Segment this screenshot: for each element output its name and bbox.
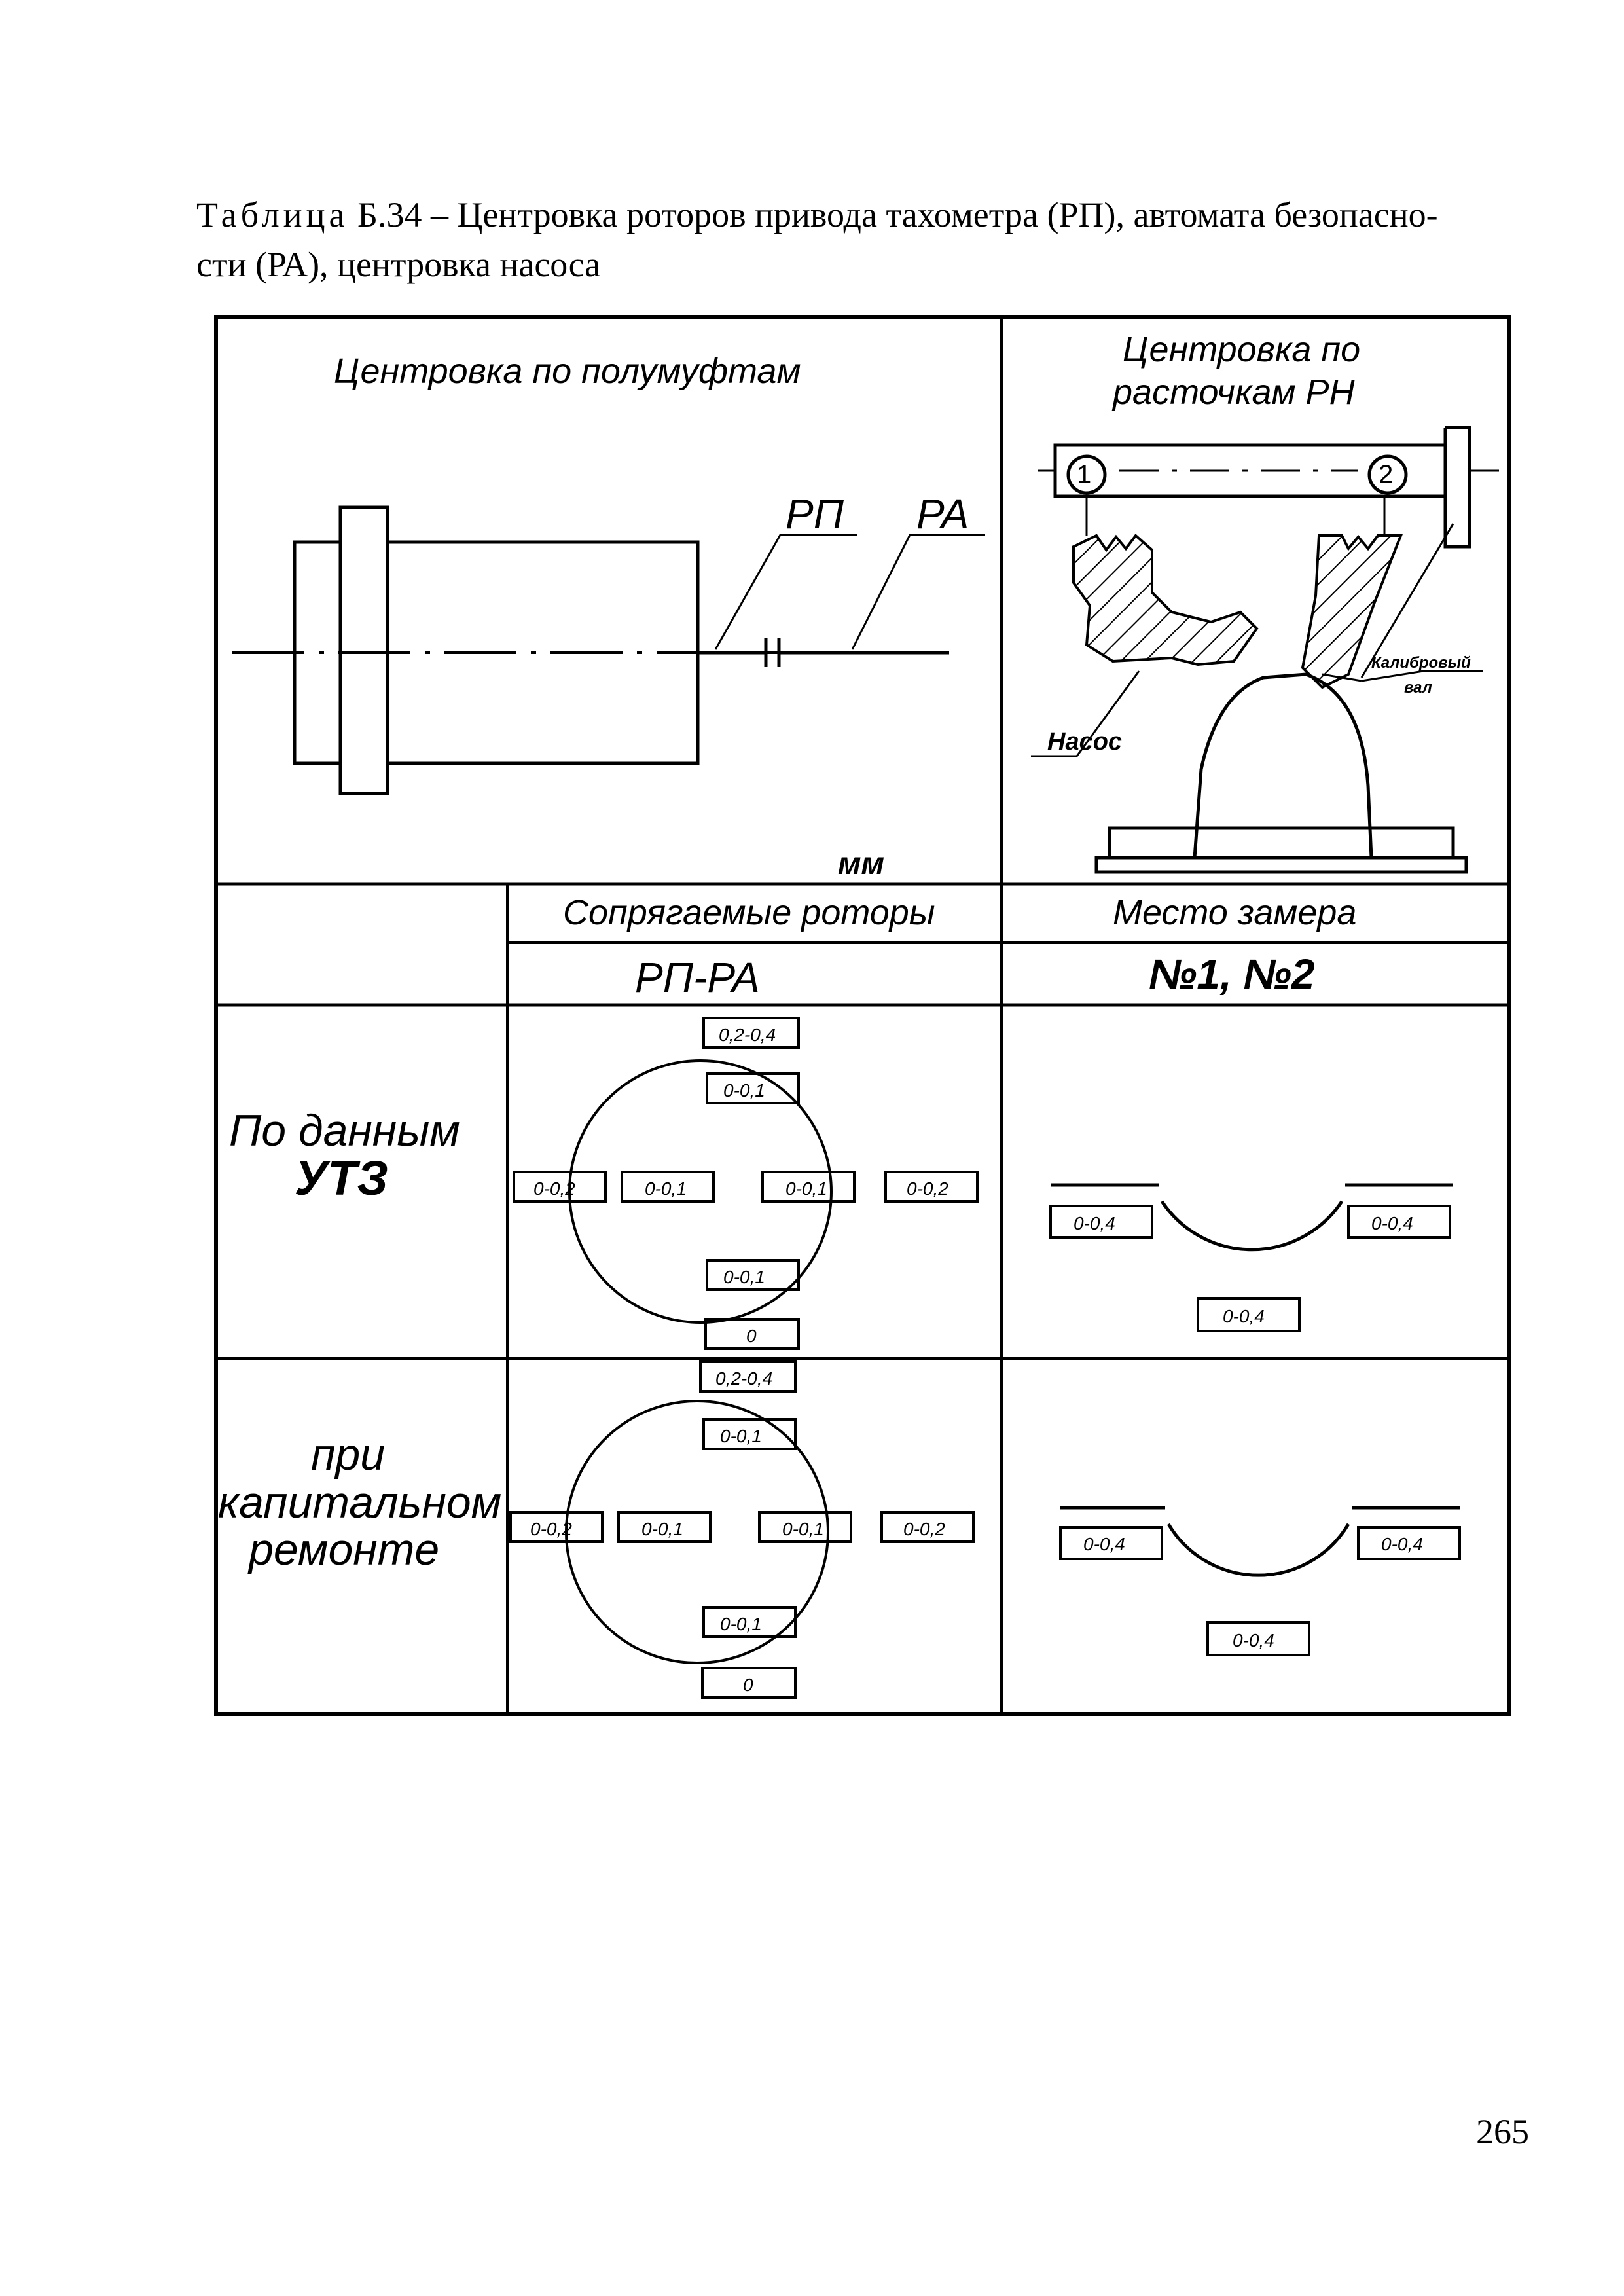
left-outer: 0-0,2 bbox=[530, 1519, 572, 1539]
bottom-inner: 0-0,1 bbox=[720, 1614, 762, 1634]
header-coupling: Центровка по полумуфтам bbox=[334, 352, 801, 391]
col-mating-rotors: Сопрягаемые роторы bbox=[563, 893, 935, 932]
bottom-outer: 0 bbox=[743, 1675, 753, 1695]
bore-left: 0-0,4 bbox=[1074, 1213, 1115, 1233]
row-label-1: при bbox=[311, 1430, 385, 1480]
bore-left: 0-0,4 bbox=[1083, 1534, 1125, 1554]
position-1: 1 bbox=[1077, 460, 1091, 489]
table-caption: Таблица Б.34 – Центровка роторов привода… bbox=[196, 190, 1538, 289]
top-outer: 0,2-0,4 bbox=[719, 1025, 776, 1045]
header-bores-2: расточкам РН bbox=[1111, 373, 1356, 412]
caption-line2: сти (РА), центровка насоса bbox=[196, 245, 601, 284]
right-inner: 0-0,1 bbox=[782, 1519, 824, 1539]
mating-rotors-value: РП-РА bbox=[635, 954, 760, 1001]
top-outer: 0,2-0,4 bbox=[715, 1368, 772, 1389]
header-bores-1: Центровка по bbox=[1123, 330, 1360, 369]
label-shaft-1: Калибровый bbox=[1371, 654, 1471, 672]
bottom-inner: 0-0,1 bbox=[723, 1267, 765, 1287]
label-pump: Насос bbox=[1047, 728, 1122, 756]
top-inner: 0-0,1 bbox=[723, 1080, 765, 1101]
row-label-2: капитальном bbox=[218, 1478, 501, 1527]
col-measure-place: Место замера bbox=[1113, 893, 1356, 932]
left-inner: 0-0,1 bbox=[641, 1519, 683, 1539]
row-overhaul: при капитальном ремонте 0,2-0,4 0-0,1 0-… bbox=[218, 1360, 1461, 1699]
bore-drawing bbox=[1031, 426, 1499, 874]
bore-right: 0-0,4 bbox=[1381, 1534, 1423, 1554]
left-inner: 0-0,1 bbox=[645, 1178, 687, 1199]
right-outer: 0-0,2 bbox=[907, 1178, 948, 1199]
row-label-1: По данным bbox=[229, 1106, 460, 1156]
bore-bottom: 0-0,4 bbox=[1233, 1630, 1274, 1650]
position-2: 2 bbox=[1379, 460, 1393, 489]
row-utz: По данным УТЗ 0,2-0,4 0-0,1 0-0,2 0-0,1 … bbox=[229, 1017, 1453, 1350]
measure-place-value: №1, №2 bbox=[1149, 951, 1314, 998]
bore-right: 0-0,4 bbox=[1371, 1213, 1413, 1233]
label-mm: мм bbox=[838, 847, 884, 881]
table-grid bbox=[214, 315, 1511, 1716]
row-label-3: ремонте bbox=[247, 1525, 439, 1575]
left-outer: 0-0,2 bbox=[533, 1178, 575, 1199]
top-inner: 0-0,1 bbox=[720, 1426, 762, 1446]
bottom-outer: 0 bbox=[746, 1326, 757, 1346]
label-ra: РА bbox=[916, 490, 969, 538]
label-rp: РП bbox=[785, 490, 844, 538]
bore-bottom: 0-0,4 bbox=[1223, 1306, 1265, 1326]
coupling-drawing bbox=[232, 505, 985, 795]
right-outer: 0-0,2 bbox=[903, 1519, 945, 1539]
caption-rest: Б.34 – Центровка роторов привода тахомет… bbox=[348, 195, 1438, 234]
right-inner: 0-0,1 bbox=[785, 1178, 827, 1199]
label-shaft-2: вал bbox=[1404, 679, 1432, 697]
page-number: 265 bbox=[1476, 2112, 1529, 2151]
caption-lead: Таблица bbox=[196, 195, 349, 234]
row-label-2: УТЗ bbox=[295, 1151, 388, 1205]
